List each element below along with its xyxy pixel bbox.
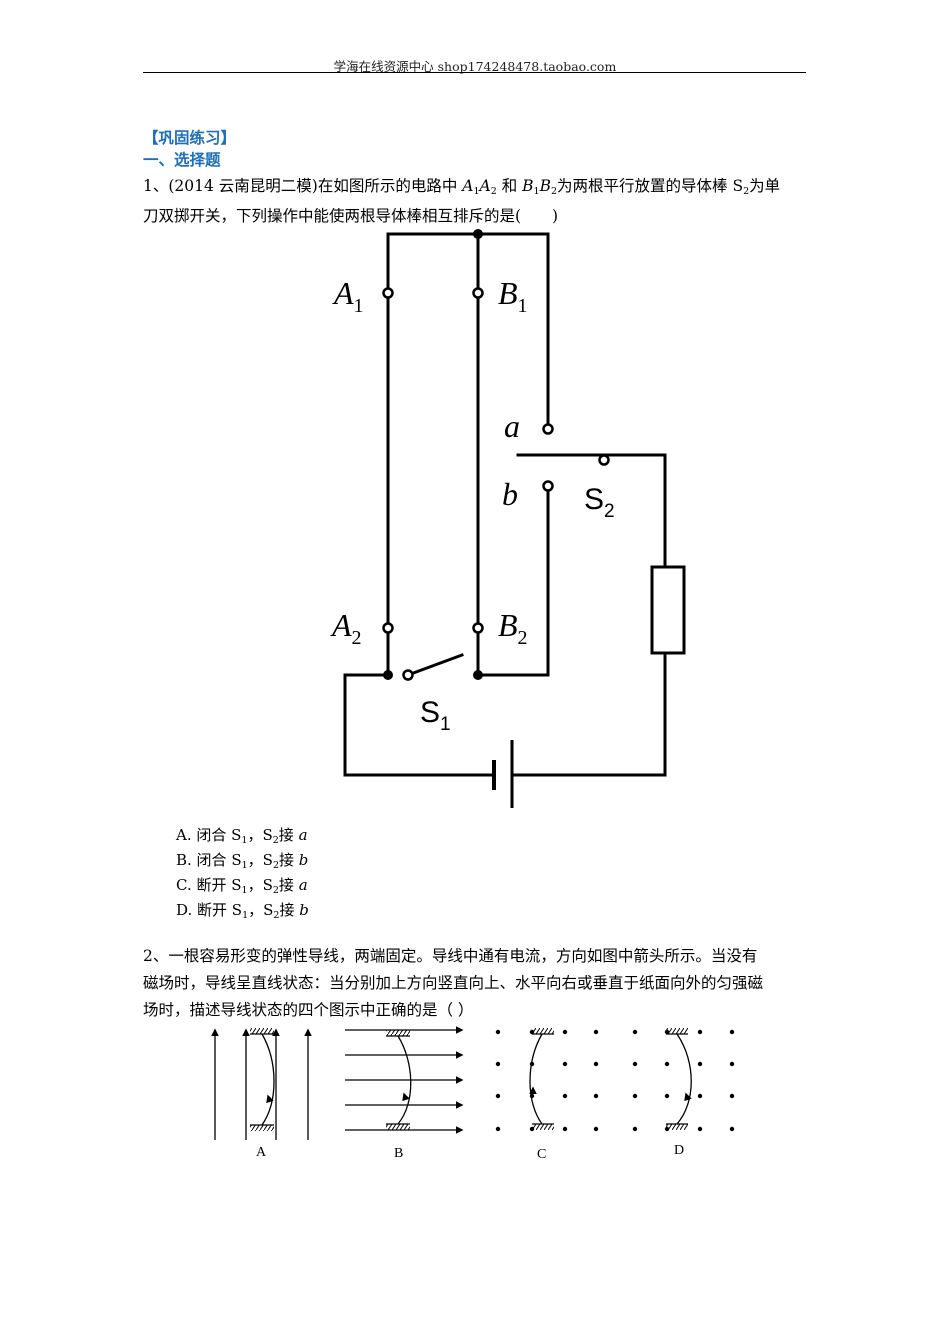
q2-line2: 磁场时，导线呈直线状态：当分别加上方向竖直向上、水平向右或垂直于纸面向外的匀强磁 [143, 974, 764, 992]
q1-text: 1、(2014 云南昆明二模)在如图所示的电路中 A1A2 和 B1B2为两根平… [143, 174, 808, 229]
figure-d [632, 1028, 735, 1132]
q1-option-c: C. 断开 S1，S2接 a [176, 876, 308, 896]
figure-label-b: B [394, 1146, 403, 1161]
q1-line1: 1、(2014 云南昆明二模)在如图所示的电路中 A1A2 和 B1B2为两根平… [143, 177, 781, 197]
figure-b [345, 1026, 464, 1134]
label-B1: B1 [498, 275, 528, 317]
label-A1: A1 [332, 275, 364, 317]
q2-text: 2、一根容易形变的弹性导线，两端固定。导线中通有电流，方向如图中箭头所示。当没有… [143, 943, 808, 1024]
q1-line2: 刀双掷开关，下列操作中能使两根导体棒相互排斥的是( ) [143, 207, 559, 225]
figure-c [495, 1028, 599, 1132]
label-A2: A2 [330, 607, 362, 649]
q1-option-b: B. 闭合 S1，S2接 b [176, 851, 309, 871]
q2-line3: 场时，描述导线状态的四个图示中正确的是（ ） [143, 1001, 474, 1019]
label-S2: S2 [584, 483, 615, 522]
q2-line1: 2、一根容易形变的弹性导线，两端固定。导线中通有电流，方向如图中箭头所示。当没有 [143, 947, 758, 965]
practice-title: 【巩固练习】 [143, 129, 237, 147]
header-rule [143, 72, 806, 73]
figure-label-d: D [674, 1143, 684, 1158]
q1-option-d: D. 断开 S1，S2接 b [176, 901, 309, 921]
figure-label-a: A [256, 1145, 267, 1160]
figure-a [211, 1028, 312, 1140]
figure-label-c: C [537, 1147, 546, 1162]
wire-figures: A B C D [211, 1026, 735, 1162]
page-header: 学海在线资源中心 shop174248478.taobao.com [333, 59, 617, 74]
circuit-diagram: A1 B1 a b A2 B2 S2 S1 [330, 229, 686, 808]
label-S1: S1 [420, 696, 451, 735]
q1-option-a: A. 闭合 S1，S2接 a [176, 826, 308, 846]
label-B2: B2 [498, 607, 528, 649]
label-b: b [502, 476, 518, 512]
label-a: a [504, 408, 520, 444]
section-subtitle: 一、选择题 [143, 151, 221, 169]
